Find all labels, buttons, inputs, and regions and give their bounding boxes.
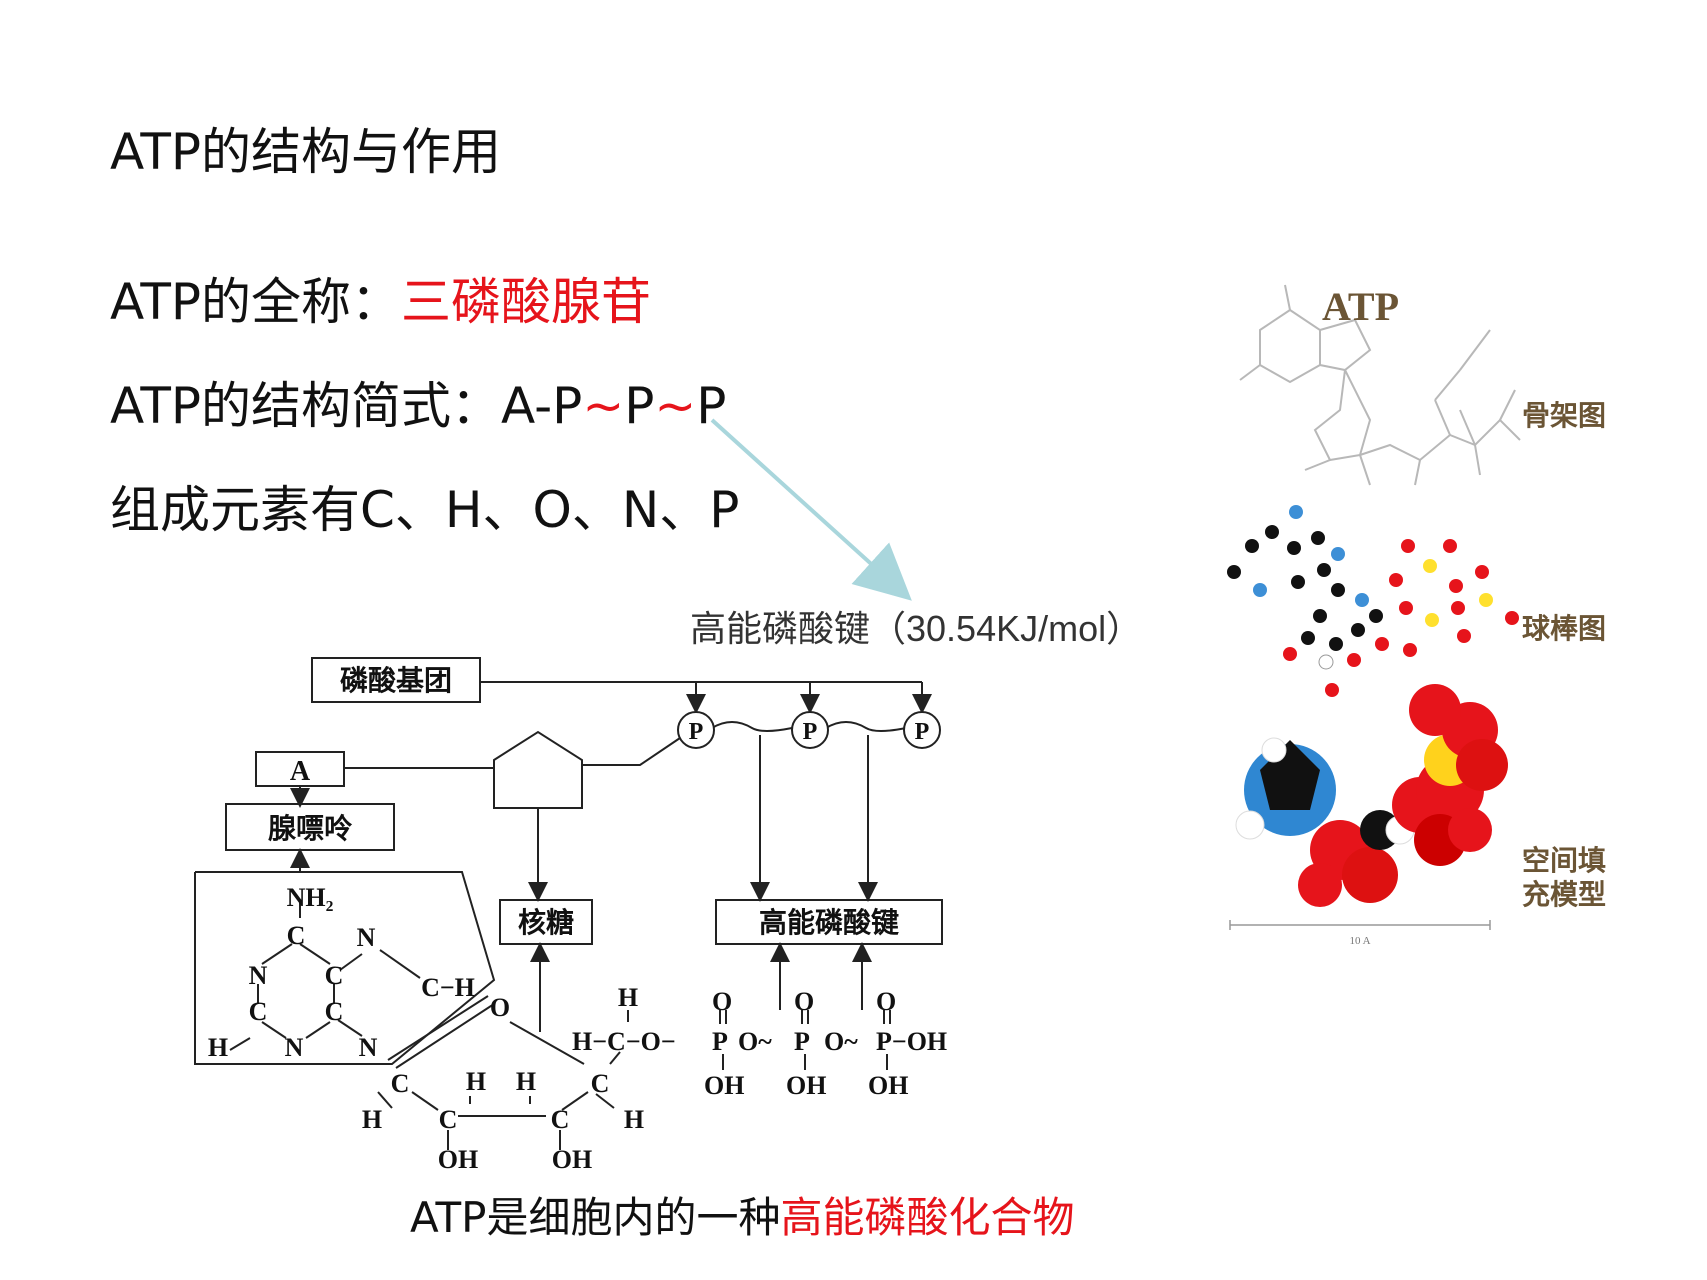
atom-oh-ribose-2: OH [552,1145,592,1174]
atp-label: ATP [1322,284,1399,329]
atom-c-ribose-3: C [551,1105,570,1134]
atom-h-ch2: H [618,983,638,1012]
phosphate-circle-3 [903,711,941,749]
phosphate-circle-1 [677,711,715,749]
slide-title: ATP的结构与作用 [110,123,502,181]
bottom-highlight: 高能磷酸化合物 [780,1193,1075,1242]
adenine-label: 腺嘌呤 [268,812,353,845]
skeleton-label: 骨架图 [1522,400,1606,432]
atom-o-tilde-2: O~ [824,1027,858,1056]
ribose-pentagon-icon [493,730,583,809]
atom-c-ribose-4: C [591,1069,610,1098]
full-name-value: 三磷酸腺苷 [401,273,652,331]
atom-c-left: C [249,997,268,1026]
ball-stick-label: 球棒图 [1522,613,1606,645]
atom-oh-p2: OH [786,1071,826,1100]
atom-c-right: C [325,997,344,1026]
atom-p-oh: P−OH [876,1027,947,1056]
full-name-line: ATP的全称：三磷酸腺苷 [110,262,651,334]
p-symbol-1: P [689,719,704,745]
high-energy-bond-box [715,899,943,945]
molecular-models-panel: ATP 骨架图 球棒图 [1227,284,1606,947]
atom-hc-o: H−C−O− [572,1027,676,1056]
atom-nh2: NH₂ [287,883,334,912]
p-symbol-3: P [915,719,930,745]
formula-part-p: P [624,377,655,435]
formula-line: ATP的结构简式：A-P~P~P [110,366,726,438]
space-fill-label-2: 充模型 [1522,878,1606,911]
a-label: A [290,756,311,787]
phosphate-circle-2 [791,711,829,749]
atom-c-top: C [287,921,306,950]
atom-n-link: N [359,1033,378,1062]
atom-o-dbl-3: O [876,987,896,1016]
adenine-box [225,803,395,851]
atom-h-left: H [208,1033,228,1062]
atom-n-bottom: N [285,1033,304,1062]
atom-c-mid: C [325,961,344,990]
atom-n-right: N [357,923,376,952]
atom-o-tilde-1: O~ [738,1027,772,1056]
high-energy-bond-box-label: 高能磷酸键 [759,907,899,939]
high-energy-bond-label: 高能磷酸键（30.54KJ/mol） [690,608,1143,649]
atom-oh-ribose-1: OH [438,1145,478,1174]
adenine-outline [194,871,496,1065]
atom-c-ribose-1: C [391,1069,410,1098]
formula-label: ATP的结构简式： [110,377,502,435]
atom-o-dbl-2: O [794,987,814,1016]
scale-bar [1229,920,1491,930]
phosphate-group-label: 磷酸基团 [340,665,452,697]
p-symbol-2: P [803,719,818,745]
atom-h-ribose-2: H [516,1067,536,1096]
atom-h-ribose-1: H [466,1067,486,1096]
atom-oh-p1: OH [704,1071,744,1100]
bottom-prefix: ATP是细胞内的一种 [410,1193,781,1242]
atom-p-2: P [794,1027,810,1056]
atom-h-ribose-left: H [362,1105,382,1134]
formula-part-p-end: P [696,377,727,435]
atom-o-ribose: O [490,993,510,1022]
atom-oh-p3: OH [868,1071,908,1100]
atom-ch: C−H [421,973,475,1002]
full-name-label: ATP的全称： [110,273,402,331]
elements-line: 组成元素有C、H、O、N、P [110,481,740,539]
skeleton-model-icon [1239,284,1521,486]
atom-h-ribose-right: H [624,1105,644,1134]
formula-tilde-2: ~ [654,377,697,435]
space-fill-label-1: 空间填 [1522,844,1606,877]
formula-tilde-1: ~ [582,377,625,435]
atom-n-left: N [249,961,268,990]
formula-part-a-p: A-P [501,377,583,435]
scale-label: 10 A [1349,935,1370,947]
ribose-label: 核糖 [518,907,574,939]
atom-p-1: P [712,1027,728,1056]
space-filling-model-icon [1235,684,1508,907]
atom-c-ribose-2: C [439,1105,458,1134]
bottom-statement: ATP是细胞内的一种高能磷酸化合物 [410,1184,1074,1245]
phosphate-group-box [311,657,481,703]
atom-o-dbl-1: O [712,987,732,1016]
ball-stick-model-icon [1227,505,1519,697]
